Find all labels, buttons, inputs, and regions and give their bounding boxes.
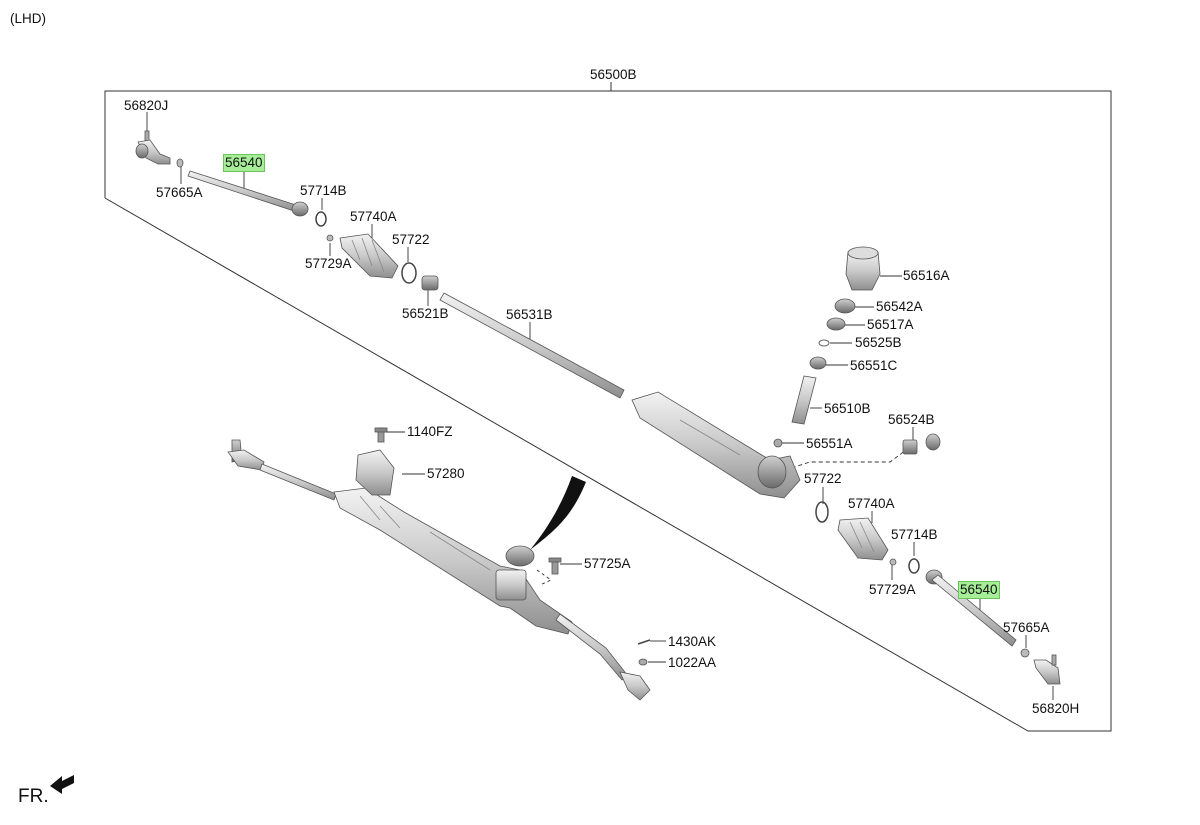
part-label[interactable]: 57729A [305, 256, 352, 271]
assembly-label[interactable]: 56500B [590, 67, 637, 82]
assembled-steering-gear [227, 427, 651, 701]
part-label[interactable]: 56820J [124, 98, 169, 113]
part-label[interactable]: 1430AK [668, 634, 717, 649]
part-label-highlighted[interactable]: 56540 [223, 154, 265, 172]
part-label[interactable]: 56551A [806, 436, 853, 451]
leader-lines [146, 112, 1054, 700]
assembly-frame [104, 82, 1112, 732]
part-label[interactable]: 56521B [402, 306, 449, 321]
part-label[interactable]: 57729A [869, 582, 916, 597]
front-direction-label: FR. [18, 786, 49, 807]
part-label[interactable]: 57722 [804, 471, 842, 486]
part-label[interactable]: 56551C [850, 358, 898, 373]
rack-bar [439, 292, 625, 399]
front-direction-arrow [50, 775, 74, 794]
part-label[interactable]: 56510B [824, 401, 871, 416]
rack-housing-upper [631, 391, 801, 499]
inner-tie-rod-left [187, 170, 334, 242]
part-label[interactable]: 57725A [584, 556, 631, 571]
pointer-arrow [530, 476, 586, 550]
tie-rod-end-right [1033, 654, 1061, 685]
pinion-components [773, 246, 941, 455]
part-label[interactable]: 57714B [891, 527, 938, 542]
boot-left [339, 233, 439, 291]
part-label[interactable]: 56516A [903, 268, 950, 283]
part-label[interactable]: 57740A [848, 496, 895, 511]
part-label[interactable]: 56524B [888, 412, 935, 427]
part-label[interactable]: 56542A [876, 299, 923, 314]
tie-rod-end-left [135, 130, 184, 168]
part-label-highlighted[interactable]: 56540 [958, 581, 1000, 599]
inner-tie-rod-right [925, 569, 1030, 658]
part-label[interactable]: 56531B [506, 307, 553, 322]
part-label[interactable]: 57665A [156, 185, 203, 200]
variant-label: (LHD) [10, 11, 46, 26]
part-label[interactable]: 1140FZ [407, 424, 453, 439]
boot-right [815, 501, 920, 574]
part-label[interactable]: 57280 [427, 466, 465, 481]
part-label[interactable]: 57665A [1003, 620, 1050, 635]
part-label[interactable]: 57740A [350, 209, 397, 224]
part-label[interactable]: 56820H [1032, 701, 1080, 716]
part-label[interactable]: 57714B [300, 183, 347, 198]
part-label[interactable]: 56517A [867, 317, 914, 332]
part-label[interactable]: 57722 [392, 232, 430, 247]
part-label[interactable]: 56525B [855, 335, 902, 350]
part-label[interactable]: 1022AA [668, 655, 717, 670]
